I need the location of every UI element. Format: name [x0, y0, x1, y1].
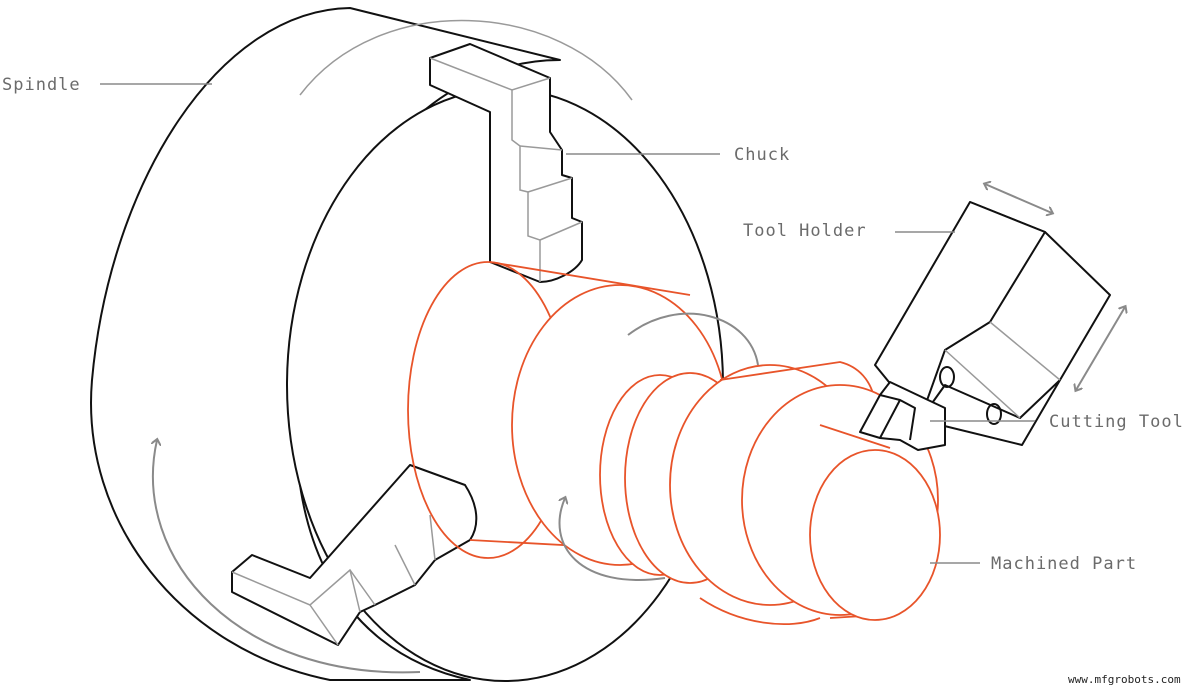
chuck-jaw-upper	[429, 43, 583, 283]
machined-part-label: Machined Part	[991, 554, 1137, 574]
rotation-arrows	[153, 312, 759, 674]
cutting-tool-label: Cutting Tool	[1049, 412, 1184, 432]
machined-part	[407, 261, 941, 626]
chuck-jaw-lower	[231, 464, 478, 646]
chuck-label: Chuck	[734, 145, 790, 165]
spindle-label: Spindle	[2, 75, 81, 95]
source-credit: www.mfgrobots.com	[1068, 673, 1181, 686]
tool-holder-label: Tool Holder	[743, 221, 867, 241]
